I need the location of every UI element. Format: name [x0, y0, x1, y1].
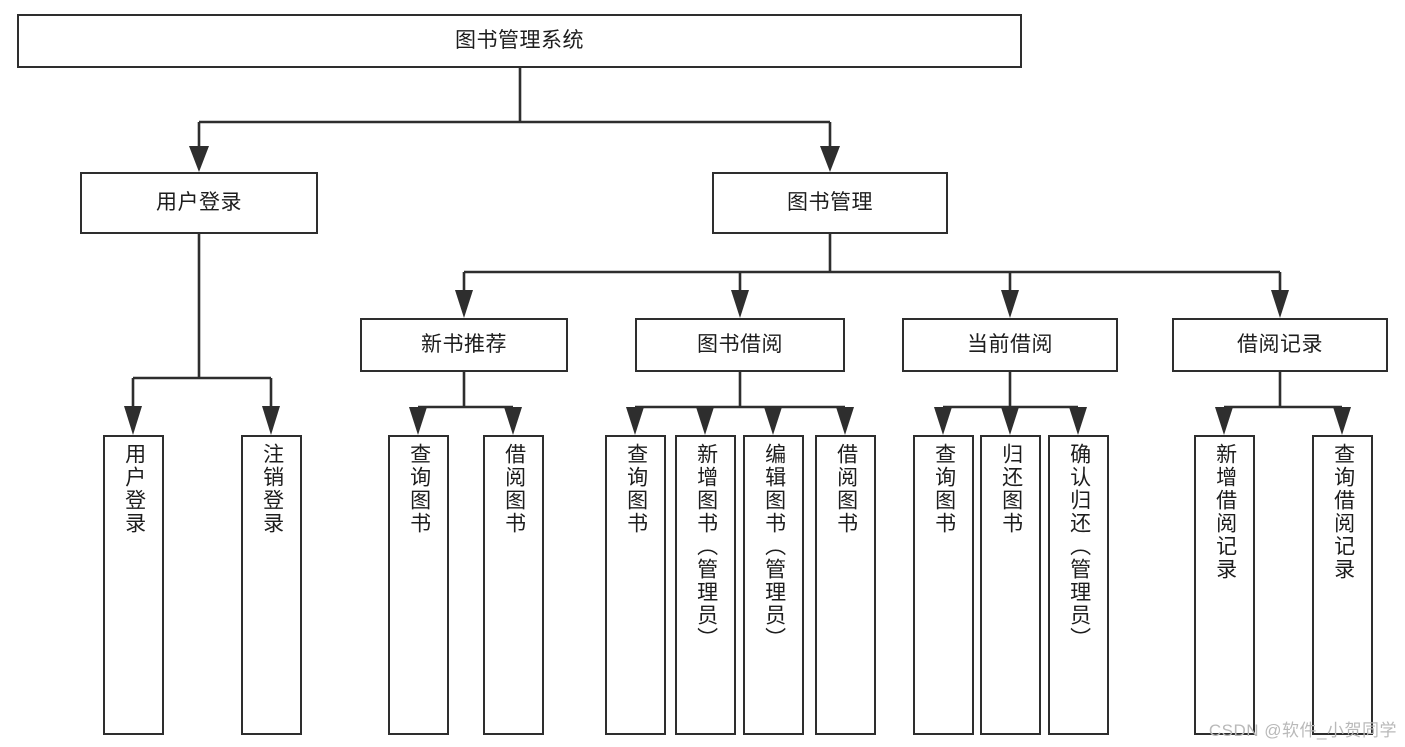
- arrow-leaf-user-login: [124, 406, 142, 435]
- node-current-borrow[interactable]: 当前借阅: [902, 318, 1118, 372]
- arrow-leaf-add-book: [696, 407, 714, 435]
- node-borrow-record[interactable]: 借阅记录: [1172, 318, 1388, 372]
- node-label: 借阅图书: [502, 443, 526, 535]
- arrow-user-login: [189, 146, 209, 172]
- node-label: 新书推荐: [421, 333, 507, 357]
- arrow-current-borrow: [1001, 290, 1019, 318]
- node-label: 查询借阅记录: [1331, 443, 1355, 581]
- watermark-text: CSDN @软件_小贺同学: [1208, 721, 1397, 740]
- node-label: 用户登录: [156, 191, 242, 215]
- arrow-borrow-record: [1271, 290, 1289, 318]
- arrow-leaf-query-book-3: [934, 407, 952, 435]
- node-book-management[interactable]: 图书管理: [712, 172, 948, 234]
- leaf-query-book-recommend[interactable]: 查询图书: [388, 435, 449, 735]
- node-label: 注销登录: [260, 443, 284, 535]
- arrow-leaf-query-book-2: [626, 407, 644, 435]
- node-new-book-recommend[interactable]: 新书推荐: [360, 318, 568, 372]
- node-label: 编辑图书（管理员）: [762, 443, 786, 650]
- node-label: 图书管理: [787, 191, 873, 215]
- node-label: 用户登录: [122, 443, 146, 535]
- node-user-login[interactable]: 用户登录: [80, 172, 318, 234]
- node-label: 查询图书: [932, 443, 956, 535]
- arrow-leaf-edit-book: [764, 407, 782, 435]
- leaf-query-book-borrow[interactable]: 查询图书: [605, 435, 666, 735]
- arrow-leaf-borrow-book-1: [504, 407, 522, 435]
- leaf-borrow-book[interactable]: 借阅图书: [815, 435, 876, 735]
- arrow-leaf-query-record: [1333, 407, 1351, 435]
- arrow-book-mgmt: [820, 146, 840, 172]
- node-label: 新增借阅记录: [1213, 443, 1237, 581]
- leaf-edit-book-admin[interactable]: 编辑图书（管理员）: [743, 435, 804, 735]
- node-label: 查询图书: [407, 443, 431, 535]
- leaf-logout[interactable]: 注销登录: [241, 435, 302, 735]
- node-label: 借阅记录: [1237, 333, 1323, 357]
- arrow-leaf-confirm-return: [1069, 407, 1087, 435]
- leaf-query-book-current[interactable]: 查询图书: [913, 435, 974, 735]
- node-label: 当前借阅: [967, 333, 1053, 357]
- leaf-add-book-admin[interactable]: 新增图书（管理员）: [675, 435, 736, 735]
- leaf-return-book[interactable]: 归还图书: [980, 435, 1041, 735]
- node-label: 借阅图书: [834, 443, 858, 535]
- node-label: 查询图书: [624, 443, 648, 535]
- arrow-leaf-query-book-1: [409, 407, 427, 435]
- leaf-user-login[interactable]: 用户登录: [103, 435, 164, 735]
- node-root-system[interactable]: 图书管理系统: [17, 14, 1022, 68]
- arrow-leaf-logout: [262, 406, 280, 435]
- arrow-leaf-borrow-book-2: [836, 407, 854, 435]
- arrow-new-book-recommend: [455, 290, 473, 318]
- node-label: 图书管理系统: [455, 29, 584, 53]
- arrow-book-borrow: [731, 290, 749, 318]
- leaf-query-borrow-record[interactable]: 查询借阅记录: [1312, 435, 1373, 735]
- arrow-leaf-add-record: [1215, 407, 1233, 435]
- leaf-confirm-return-admin[interactable]: 确认归还（管理员）: [1048, 435, 1109, 735]
- node-label: 图书借阅: [697, 333, 783, 357]
- node-label: 新增图书（管理员）: [694, 443, 718, 650]
- arrow-leaf-return-book: [1001, 407, 1019, 435]
- leaf-add-borrow-record[interactable]: 新增借阅记录: [1194, 435, 1255, 735]
- node-label: 确认归还（管理员）: [1067, 443, 1091, 650]
- node-book-borrow[interactable]: 图书借阅: [635, 318, 845, 372]
- node-label: 归还图书: [999, 443, 1023, 535]
- leaf-borrow-book-recommend[interactable]: 借阅图书: [483, 435, 544, 735]
